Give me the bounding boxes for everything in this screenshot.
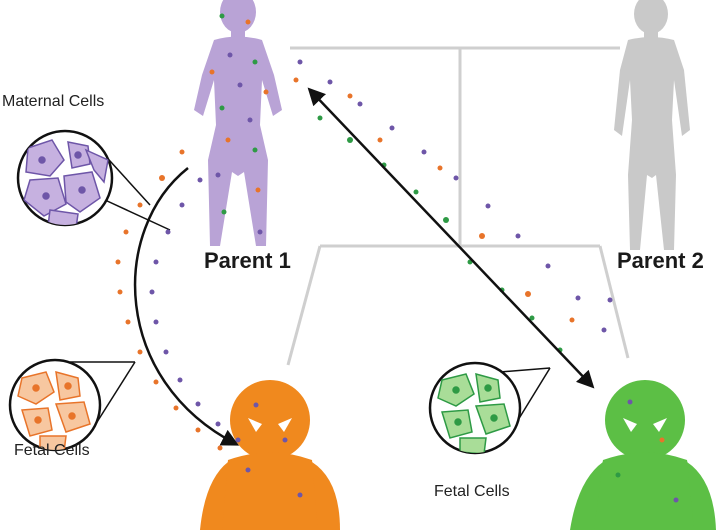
parent2-figure: [614, 0, 690, 250]
child1-drop: [286, 245, 322, 366]
fetal-cells-left-magnifier: [8, 358, 136, 452]
family-tree-lines: [286, 46, 630, 366]
child2-drop: [598, 245, 630, 359]
transfer-arrows: [133, 87, 595, 446]
diagonal-transfer-dots: [293, 59, 613, 383]
parent1-label: Parent 1: [204, 248, 291, 273]
parent2-label: Parent 2: [617, 248, 704, 273]
maternal-cells-label: Maternal Cells: [2, 93, 105, 110]
fetal-cells-left-label: Fetal Cells: [14, 442, 90, 459]
child2-figure: [570, 380, 716, 530]
left-transfer-dots: [115, 149, 241, 451]
fetal-cells-right-label: Fetal Cells: [434, 483, 510, 500]
maternal-cells-magnifier: [16, 129, 171, 231]
parent1-figure: [194, 0, 282, 246]
maternal-to-fetal-arrow: [133, 167, 240, 446]
child1-figure: [200, 380, 340, 530]
fetal-cells-right-magnifier: [428, 361, 551, 455]
bidirectional-arrow: [307, 87, 595, 389]
figure-dots: [209, 13, 679, 503]
